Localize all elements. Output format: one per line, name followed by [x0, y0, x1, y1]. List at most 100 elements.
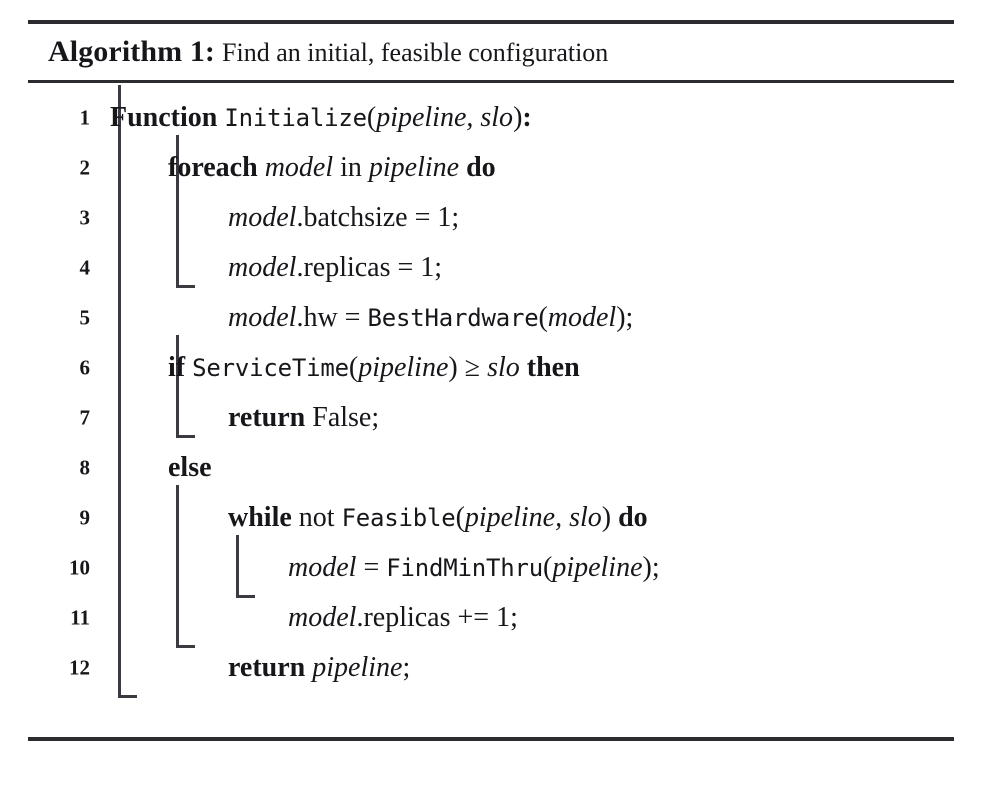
- line-number: 10: [69, 555, 90, 579]
- line-code: Function Initialize(pipeline, slo):: [110, 101, 532, 133]
- token-var: model: [288, 551, 357, 583]
- line-number: 11: [70, 605, 90, 629]
- foreach-body-bracket: [176, 134, 179, 285]
- token-op: ≥: [464, 351, 481, 383]
- token-rm: (: [538, 301, 548, 333]
- token-var: pipeline: [552, 551, 643, 583]
- token-sp: [458, 352, 465, 383]
- algorithm-line: 5 model.hw = BestHardware(model);: [28, 293, 954, 343]
- token-kw: then: [526, 351, 580, 383]
- token-var: pipeline, slo: [464, 501, 602, 533]
- line-code: return False;: [228, 401, 380, 433]
- token-var: pipeline: [368, 151, 460, 183]
- line-code: if ServiceTime(pipeline) ≥ slo then: [168, 351, 580, 383]
- token-fn: Feasible: [341, 503, 456, 532]
- token-rm: (: [366, 101, 377, 133]
- token-var: pipeline: [312, 651, 403, 683]
- token-rm: .replicas = 1;: [296, 251, 443, 283]
- token-kw: foreach: [168, 151, 258, 183]
- token-var: model: [228, 251, 297, 283]
- token-var: model: [228, 301, 297, 333]
- if-body-bracket-foot: [176, 434, 195, 438]
- token-rm: False;: [312, 401, 380, 433]
- token-kw: do: [466, 151, 496, 183]
- token-rm: =: [356, 551, 387, 583]
- algorithm-line: 7 return False;: [28, 393, 954, 443]
- figure-bottom-rule: [28, 736, 954, 741]
- else-body-bracket-foot: [176, 644, 195, 648]
- token-rm: in: [340, 151, 362, 183]
- token-sp: [335, 502, 342, 533]
- token-var: model: [228, 201, 297, 233]
- token-rm: .batchsize = 1;: [296, 201, 460, 233]
- line-code: model.replicas = 1;: [228, 251, 443, 283]
- token-fn: FindMinThru: [386, 553, 543, 582]
- token-rm: ): [513, 101, 523, 133]
- line-code: model.batchsize = 1;: [228, 201, 460, 233]
- token-sp: [292, 502, 299, 533]
- line-number: 8: [79, 455, 91, 479]
- algorithm-line: 11 model.replicas += 1;: [28, 593, 954, 643]
- line-code: return pipeline;: [228, 651, 411, 683]
- token-rm: ): [448, 351, 458, 383]
- token-var: model: [264, 151, 334, 183]
- algorithm-line: 3 model.batchsize = 1;: [28, 193, 954, 243]
- line-code: while not Feasible(pipeline, slo) do: [228, 501, 648, 533]
- token-rm: (: [348, 351, 359, 383]
- line-number: 6: [79, 355, 91, 379]
- token-kw: return: [228, 401, 306, 433]
- algorithm-label: Algorithm 1:: [48, 35, 216, 68]
- token-sp: [520, 352, 527, 383]
- algorithm-line: 12 return pipeline;: [28, 643, 954, 693]
- line-code: model.hw = BestHardware(model);: [228, 301, 634, 333]
- token-kw: do: [618, 501, 648, 533]
- line-number: 7: [79, 405, 91, 429]
- token-rm: .hw =: [296, 301, 368, 333]
- token-kw: :: [522, 101, 532, 133]
- token-rm: ): [601, 501, 612, 533]
- token-var: model: [547, 301, 617, 333]
- token-rm: .replicas += 1;: [356, 601, 518, 633]
- token-kw: Function: [110, 101, 218, 133]
- algorithm-line: 4 model.replicas = 1;: [28, 243, 954, 293]
- figure-caption-rule: [28, 79, 954, 83]
- algorithm-figure: Algorithm 1: Find an initial, feasible c…: [28, 20, 954, 741]
- token-fn: ServiceTime: [192, 353, 349, 382]
- function-body-bracket-foot: [118, 694, 137, 698]
- token-var: pipeline: [358, 351, 449, 383]
- token-kw: while: [228, 501, 292, 533]
- algorithm-line: 9 while not Feasible(pipeline, slo) do: [28, 493, 954, 543]
- line-code: else: [168, 451, 212, 483]
- line-number: 5: [79, 305, 91, 329]
- token-var: model: [288, 601, 357, 633]
- function-body-bracket: [118, 84, 121, 695]
- token-sp: [362, 152, 369, 183]
- token-sp: [258, 152, 265, 183]
- token-rm: not: [298, 501, 335, 533]
- token-rm: (: [455, 501, 465, 533]
- line-number: 9: [79, 505, 91, 529]
- algorithm-line: 6 if ServiceTime(pipeline) ≥ slo then: [28, 343, 954, 393]
- algorithm-line: 10 model = FindMinThru(pipeline);: [28, 543, 954, 593]
- if-body-bracket: [176, 334, 179, 435]
- while-body-bracket-foot: [236, 594, 255, 598]
- token-var: slo: [487, 351, 520, 383]
- foreach-body-bracket-foot: [176, 284, 195, 288]
- line-number: 3: [79, 205, 91, 229]
- line-code: foreach model in pipeline do: [168, 151, 496, 183]
- token-kw: if: [168, 351, 186, 383]
- token-rm: ;: [402, 651, 411, 683]
- token-kw: else: [168, 451, 212, 483]
- algorithm-caption-text: Find an initial, feasible configuration: [222, 38, 609, 67]
- line-number: 4: [79, 255, 91, 279]
- while-body-bracket: [236, 534, 239, 595]
- token-var: pipeline, slo: [376, 101, 514, 133]
- token-rm: );: [616, 301, 634, 333]
- token-rm: (: [542, 551, 553, 583]
- algorithm-line: 8 else: [28, 443, 954, 493]
- line-number: 12: [69, 655, 90, 679]
- line-code: model = FindMinThru(pipeline);: [288, 551, 660, 583]
